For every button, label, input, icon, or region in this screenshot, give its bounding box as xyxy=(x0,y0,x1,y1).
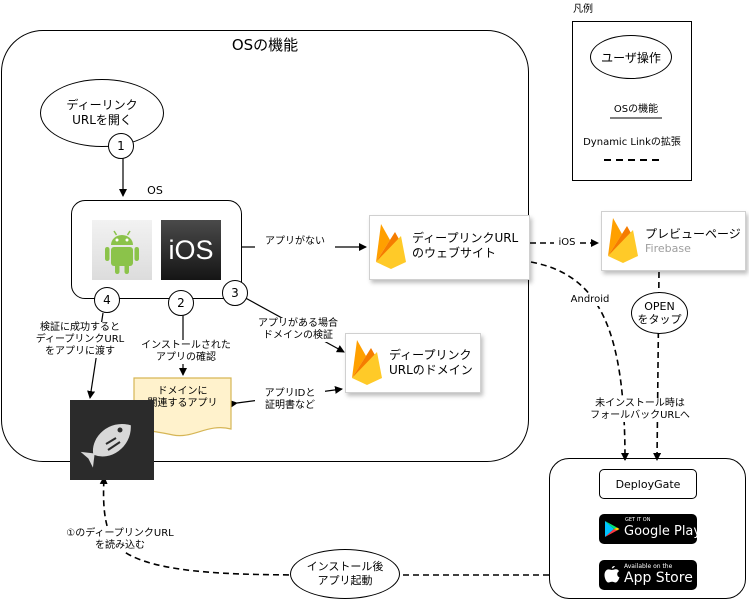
label-no-app: アプリがない xyxy=(255,236,335,248)
fish-app-icon xyxy=(70,400,154,480)
app-store-badge[interactable]: Available on the App Store xyxy=(599,560,697,590)
preview-subtitle: Firebase xyxy=(645,242,691,255)
label-read-link-2: を読み込む xyxy=(95,540,145,551)
label-ios-route: iOS xyxy=(554,237,580,249)
legend-dynamic-link: Dynamic Linkの拡張 xyxy=(583,137,681,148)
label-installed-1: インストールされた xyxy=(141,340,231,351)
label-installed: インストールされた アプリの確認 xyxy=(130,340,242,364)
label-appid-2: 証明書など xyxy=(265,400,315,411)
os-box-label: OS xyxy=(147,184,163,197)
app-store-big: App Store xyxy=(624,570,693,586)
link-domain-line2: URLのドメイン xyxy=(389,363,473,377)
link-domain-text: ディープリンク URLのドメイン xyxy=(389,348,479,378)
legend-user-action: ユーザ操作 xyxy=(590,35,672,79)
firebase-icon xyxy=(352,340,382,385)
open-tap-ellipse: OPEN をタップ xyxy=(631,292,688,334)
open-link-ellipse: ディーリンク URLを開く xyxy=(40,79,164,147)
label-has-app-2: ドメインの検証 xyxy=(263,330,333,341)
apple-icon xyxy=(604,565,620,583)
google-play-small: GET IT ON xyxy=(625,517,651,523)
domain-doc-text: ドメインに 関連するアプリ xyxy=(133,386,232,410)
preview-title: プレビューページ xyxy=(645,227,741,241)
label-fallback-1: 未インストール時は xyxy=(595,398,685,409)
website-text: ディープリンクURL のウェブサイト xyxy=(412,231,524,261)
label-appid: アプリIDと 証明書など xyxy=(255,388,325,412)
legend-title: 凡例 xyxy=(573,4,593,15)
label-verified-2: ディープリンクURL xyxy=(35,334,125,345)
label-android-route: Android xyxy=(565,294,615,306)
deploygate-label: DeployGate xyxy=(615,477,681,491)
label-verified: 検証に成功すると ディープリンクURL をアプリに渡す xyxy=(30,322,130,358)
label-installed-2: アプリの確認 xyxy=(156,352,216,363)
deploygate-button[interactable]: DeployGate xyxy=(599,469,697,499)
step-1-badge: 1 xyxy=(108,133,134,159)
google-play-big: Google Play xyxy=(624,524,702,539)
label-verified-3: をアプリに渡す xyxy=(45,346,115,357)
label-read-link: ①のディープリンクURL を読み込む xyxy=(55,528,185,552)
open-link-line1: ディーリンク xyxy=(66,98,138,112)
label-fallback-2: フォールバックURLへ xyxy=(590,410,690,421)
install-launch-line1: インストール後 xyxy=(306,560,384,573)
domain-doc-line1: ドメインに xyxy=(157,386,208,397)
firebase-icon xyxy=(376,224,406,269)
domain-doc-line2: 関連するアプリ xyxy=(147,398,218,409)
app-store-small: Available on the xyxy=(624,563,673,570)
install-launch-line2: アプリ起動 xyxy=(317,574,373,587)
open-link-line2: URLを開く xyxy=(72,113,132,127)
android-icon xyxy=(92,220,152,280)
os-feature-group-title: OSの機能 xyxy=(231,36,299,54)
label-has-app-1: アプリがある場合 xyxy=(258,318,338,329)
step-3-badge: 3 xyxy=(222,280,248,306)
firebase-icon xyxy=(608,218,638,263)
google-play-icon xyxy=(605,521,620,537)
label-appid-1: アプリIDと xyxy=(264,388,316,399)
label-has-app: アプリがある場合 ドメインの検証 xyxy=(248,318,348,342)
label-read-link-1: ①のディープリンクURL xyxy=(66,528,174,539)
ios-icon: iOS xyxy=(161,220,221,280)
legend-os-feature: OSの機能 xyxy=(613,104,659,115)
legend-user-action-text: ユーザ操作 xyxy=(601,50,661,65)
install-launch-ellipse: インストール後 アプリ起動 xyxy=(290,549,400,599)
label-verified-1: 検証に成功すると xyxy=(40,322,120,333)
open-tap-line2: をタップ xyxy=(637,313,682,326)
arrow-install-launch xyxy=(99,476,549,576)
label-fallback: 未インストール時は フォールバックURLへ xyxy=(580,398,700,422)
arrow-android-fallback xyxy=(530,261,629,461)
open-tap-line1: OPEN xyxy=(644,300,675,313)
link-domain-line1: ディープリンク xyxy=(389,348,472,362)
step-2-badge: 2 xyxy=(168,290,194,316)
website-line1: ディープリンクURL xyxy=(412,231,519,245)
step-4-badge: 4 xyxy=(94,287,120,313)
google-play-badge[interactable]: GET IT ON Google Play xyxy=(599,514,701,544)
ios-icon-text: iOS xyxy=(168,234,214,265)
website-line2: のウェブサイト xyxy=(412,246,497,260)
